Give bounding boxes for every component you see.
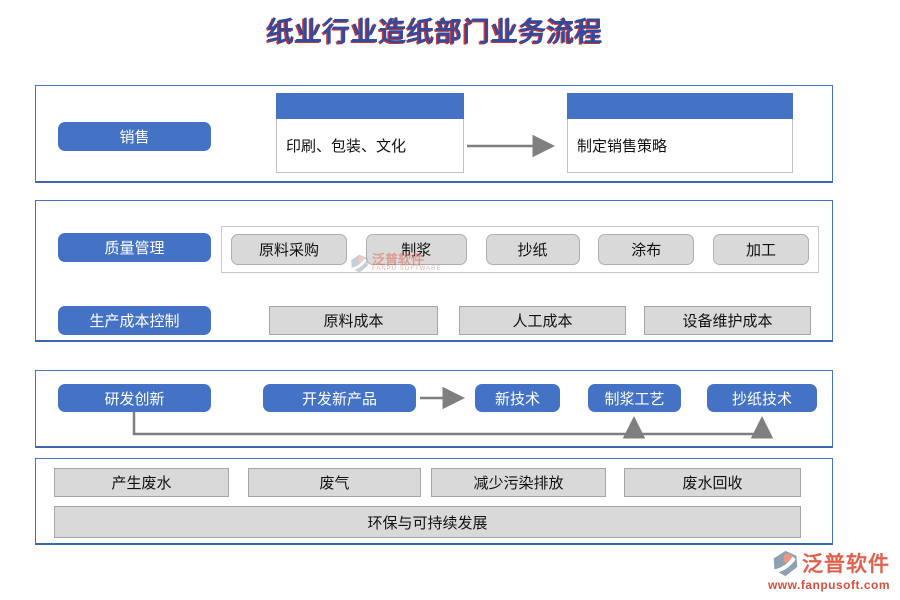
card-sales-strategy: 制定销售策略 — [567, 93, 793, 173]
fanpu-watermark: 泛普软件 FANPU SOFTWARE — [350, 253, 441, 273]
process-steps-container: 原料采购 制浆 抄纸 涂布 加工 — [221, 226, 819, 273]
node-pulping: 制浆 — [365, 234, 467, 265]
node-labor-cost: 人工成本 — [459, 306, 626, 335]
card-text: 制定销售策略 — [567, 119, 793, 173]
logo-url: www.fanpusoft.com — [767, 578, 890, 592]
node-exhaust-gas: 废气 — [248, 468, 421, 497]
card-text: 印刷、包装、文化 — [276, 119, 464, 173]
node-wastewater-generation: 产生废水 — [54, 468, 229, 497]
node-papermaking: 抄纸 — [485, 234, 580, 265]
node-coating: 涂布 — [598, 234, 695, 265]
node-processing: 加工 — [713, 234, 809, 265]
node-new-technology: 新技术 — [475, 384, 560, 412]
logo-name: 泛普软件 — [802, 553, 890, 576]
card-header-bar — [276, 93, 464, 119]
node-develop-new-products: 开发新产品 — [263, 384, 416, 412]
node-equipment-maintenance-cost: 设备维护成本 — [644, 306, 811, 335]
node-reduce-pollution-emission: 减少污染排放 — [431, 468, 606, 497]
node-sales: 销售 — [58, 122, 211, 151]
rnd-section: 研发创新 开发新产品 新技术 制浆工艺 抄纸技术 — [35, 370, 833, 448]
node-environmental-sustainability-banner: 环保与可持续发展 — [54, 506, 801, 538]
node-papermaking-technology: 抄纸技术 — [707, 384, 817, 412]
node-rnd-innovation: 研发创新 — [58, 384, 211, 412]
card-header-bar — [567, 93, 793, 119]
watermark-subtext: FANPU SOFTWARE — [372, 266, 442, 272]
environment-section: 产生废水 废气 减少污染排放 废水回收 环保与可持续发展 — [35, 458, 833, 545]
node-quality-management: 质量管理 — [58, 233, 211, 262]
card-market-segments: 印刷、包装、文化 — [276, 93, 464, 173]
node-raw-material-cost: 原料成本 — [269, 306, 438, 335]
fanpu-logo-icon — [773, 550, 798, 576]
node-raw-material-purchase: 原料采购 — [231, 234, 347, 265]
fanpu-logo: 泛普软件 www.fanpusoft.com — [768, 548, 890, 592]
quality-cost-section: 质量管理 原料采购 制浆 抄纸 涂布 加工 生产成本控制 原料成本 人工成本 设… — [35, 200, 833, 342]
fanpu-logo-icon — [351, 254, 368, 272]
watermark-name: 泛普软件 — [372, 252, 425, 267]
page-title: 纸业行业造纸部门业务流程 — [267, 17, 603, 47]
node-pulping-process: 制浆工艺 — [588, 384, 681, 412]
sales-section: 销售 印刷、包装、文化 制定销售策略 — [35, 85, 833, 183]
node-wastewater-recycling: 废水回收 — [624, 468, 801, 497]
node-production-cost-control: 生产成本控制 — [58, 306, 211, 335]
